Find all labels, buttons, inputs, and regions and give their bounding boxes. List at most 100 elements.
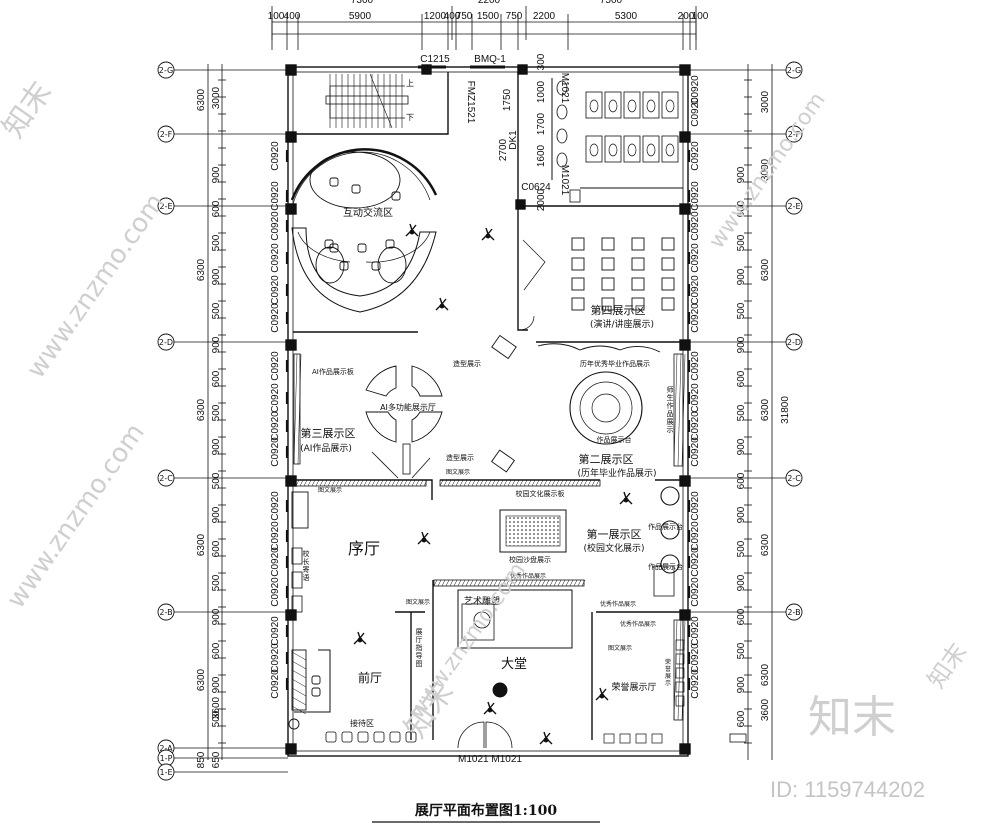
- hatch: [461, 579, 466, 587]
- hatch: [541, 579, 546, 587]
- dim-text: 600: [211, 370, 222, 387]
- axis-bubble-right: [785, 197, 803, 215]
- sculpture: [473, 611, 491, 629]
- hatch: [521, 579, 526, 587]
- lecture-seat: [661, 257, 675, 271]
- hatch: [549, 579, 554, 587]
- label-model-display: 造型展示: [453, 359, 481, 368]
- hatch: [581, 579, 586, 587]
- hatch: [557, 579, 562, 587]
- hatch: [567, 479, 572, 487]
- column: [517, 64, 528, 75]
- dim-text: 650: [211, 751, 222, 768]
- hatch: [511, 479, 516, 487]
- toilet-fixture: [608, 99, 618, 113]
- window-code: C0920: [690, 181, 701, 211]
- hatch: [467, 479, 472, 487]
- plant: [288, 718, 300, 730]
- window-code: C0920: [270, 643, 281, 673]
- chair: [329, 243, 339, 253]
- zone-label-interactive: 互动交流区: [343, 206, 393, 219]
- zone-label-ai-hall: AI多功能展示厅: [380, 402, 436, 412]
- dim-text: 500: [211, 574, 222, 591]
- axis-bubble-right: [785, 125, 803, 143]
- svg-text:誉: 誉: [665, 665, 671, 673]
- hatch: [411, 479, 416, 487]
- watermark-brand: 知末: [922, 638, 972, 693]
- hatch: [399, 479, 404, 487]
- hatch: [551, 479, 556, 487]
- hatch: [451, 479, 456, 487]
- hatch: [307, 479, 312, 487]
- watermark-site: www.znzmo.com: [1, 418, 151, 614]
- dim-text: 500: [736, 642, 747, 659]
- hatch: [303, 479, 308, 487]
- svg-text:寄: 寄: [303, 565, 310, 574]
- label-model-display: 造型展示: [446, 453, 474, 462]
- watermark-id: ID: 1159744202: [770, 777, 925, 802]
- wavy-display: [537, 343, 661, 353]
- label-ai-board: AI作品展示板: [312, 367, 354, 376]
- watermark-site: www.znzmo.com: [21, 188, 171, 384]
- hatch: [291, 687, 307, 697]
- hatch: [525, 579, 530, 587]
- label-text-display: 图文展示: [318, 486, 342, 494]
- lecture-seat: [631, 297, 645, 311]
- toilet-fixture: [627, 143, 637, 157]
- label-works-table: 作品展示台: [648, 522, 683, 531]
- label-grad-works: 历年优秀毕业作品展示: [580, 359, 650, 368]
- door-code: M1021: [559, 73, 570, 104]
- dim-text: 100: [268, 11, 285, 22]
- label-reception: 接待区: [350, 718, 374, 728]
- hatch: [327, 479, 332, 487]
- door-code: M1021: [559, 165, 570, 196]
- axis-label: 2-E: [159, 202, 172, 211]
- door-code: C1215: [420, 54, 450, 65]
- axis-bubble-left: [157, 469, 175, 487]
- label-culture-board: 校园文化展示板: [516, 489, 565, 498]
- label-excellent-display: 优秀作品展示: [620, 620, 656, 628]
- zone-sublabel-zone3: (AI作品展示): [300, 442, 352, 454]
- hatch: [433, 579, 438, 587]
- hatch: [383, 479, 388, 487]
- waiting-seat: [357, 731, 369, 743]
- window-code: C0920: [690, 383, 701, 413]
- hatch: [487, 479, 492, 487]
- dim-text: 1500: [477, 11, 500, 22]
- dim-text: 200: [678, 11, 695, 22]
- column: [679, 203, 691, 215]
- axis-bubble-right: [785, 469, 803, 487]
- hatch: [457, 579, 462, 587]
- hatch: [453, 579, 458, 587]
- svg-text:生: 生: [667, 393, 674, 402]
- hatch: [515, 479, 520, 487]
- zone-sublabel-zone1: (校园文化展示): [583, 542, 644, 554]
- column: [285, 339, 297, 351]
- hatch: [547, 479, 552, 487]
- honor-cabinet: [651, 733, 663, 744]
- label-text-display: 图文展示: [608, 644, 632, 652]
- hatch: [319, 479, 324, 487]
- window-code: C0920: [690, 577, 701, 607]
- dim-text: 500: [211, 234, 222, 251]
- hatch: [497, 579, 502, 587]
- dim-text: 6300: [196, 668, 207, 691]
- window-code: C0920: [690, 243, 701, 273]
- waiting-seat: [389, 731, 401, 743]
- dim-text: 6300: [760, 533, 771, 556]
- hatch: [483, 479, 488, 487]
- column: [679, 475, 691, 487]
- hatch: [575, 479, 580, 487]
- wall-panel: [291, 595, 303, 613]
- column: [285, 203, 297, 215]
- window-code: C0920: [270, 181, 281, 211]
- toilet-cubicle: [661, 91, 679, 119]
- model-display: [490, 449, 516, 473]
- hatch: [571, 479, 576, 487]
- window-code: C0920: [270, 243, 281, 273]
- lecture-seat: [631, 237, 645, 251]
- label-text-display: 图文展示: [446, 468, 470, 476]
- dim-text: 7500: [600, 0, 623, 6]
- dim-text: 500: [211, 404, 222, 421]
